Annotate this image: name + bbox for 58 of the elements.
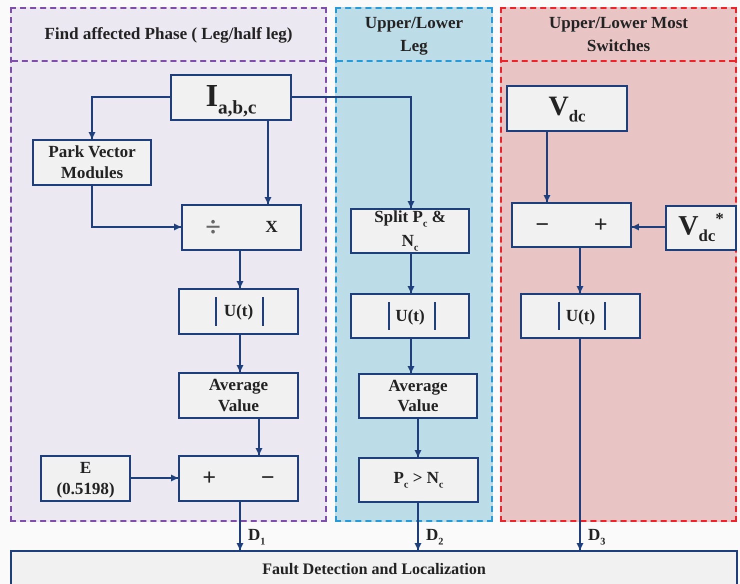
- arrow: [236, 502, 244, 550]
- operator-symbol: ÷: [205, 210, 221, 244]
- dashed-panel: [335, 7, 493, 522]
- process-box: [181, 204, 302, 251]
- operator-symbol: +: [202, 464, 216, 493]
- arrow: [88, 96, 170, 139]
- box-label: I$_{a,b,c}$: [206, 76, 256, 120]
- operator-symbol: −: [260, 464, 275, 493]
- process-box: [511, 202, 632, 248]
- operator-symbol: X: [265, 217, 278, 238]
- box-label: U(t): [566, 306, 596, 326]
- process-box: [358, 457, 479, 503]
- arrow: [236, 251, 244, 288]
- box-label: E (0.5198): [55, 458, 116, 499]
- box-label: Average Value: [387, 376, 449, 416]
- box-label: Park Vector Modules: [47, 142, 137, 183]
- dashed-panel: [10, 7, 327, 522]
- arrow: [576, 339, 584, 550]
- panel-heading: Find affected Phase ( Leg/half leg): [44, 23, 292, 46]
- box-label: U(t): [395, 306, 425, 326]
- box-label: Split P$_{c}$ & N$_{c}$: [374, 207, 446, 255]
- box-label: Fault Detection and Localization: [262, 560, 486, 580]
- box-label: Average Value: [208, 375, 270, 416]
- process-box: [10, 550, 738, 584]
- process-box: [520, 293, 641, 339]
- process-box: [665, 205, 737, 251]
- process-box: [178, 372, 299, 419]
- operator-symbol: +: [594, 210, 608, 240]
- arrow: [408, 254, 414, 293]
- operator-symbol: −: [535, 210, 550, 240]
- process-box: [358, 373, 478, 419]
- process-box: [350, 293, 470, 339]
- arrow: [292, 96, 414, 208]
- arrow: [264, 121, 272, 204]
- arrow: [236, 335, 244, 372]
- process-box: [32, 139, 152, 186]
- panel-heading: Upper/Lower Most Switches: [548, 12, 689, 56]
- dashed-panel: [500, 7, 737, 522]
- process-box: [170, 74, 292, 121]
- edge-label: D$_{3}$: [587, 526, 606, 548]
- panel-heading: Upper/Lower Leg: [364, 12, 464, 57]
- process-box: [178, 455, 299, 502]
- arrow: [414, 503, 422, 550]
- arrow: [91, 186, 181, 230]
- arrow: [256, 419, 262, 455]
- arrow: [632, 224, 665, 230]
- process-box: [350, 208, 470, 254]
- arrow: [131, 474, 178, 482]
- process-box: [506, 85, 628, 132]
- box-label: P$_{c}$ > N$_{c}$: [394, 468, 444, 492]
- arrow: [414, 419, 422, 457]
- process-box: [40, 455, 131, 502]
- process-box: [178, 288, 299, 335]
- box-label: U(t): [224, 301, 254, 322]
- arrow: [576, 248, 584, 293]
- arrow: [408, 339, 414, 373]
- box-label: V$_{dc}$: [548, 90, 586, 127]
- arrow: [544, 132, 550, 202]
